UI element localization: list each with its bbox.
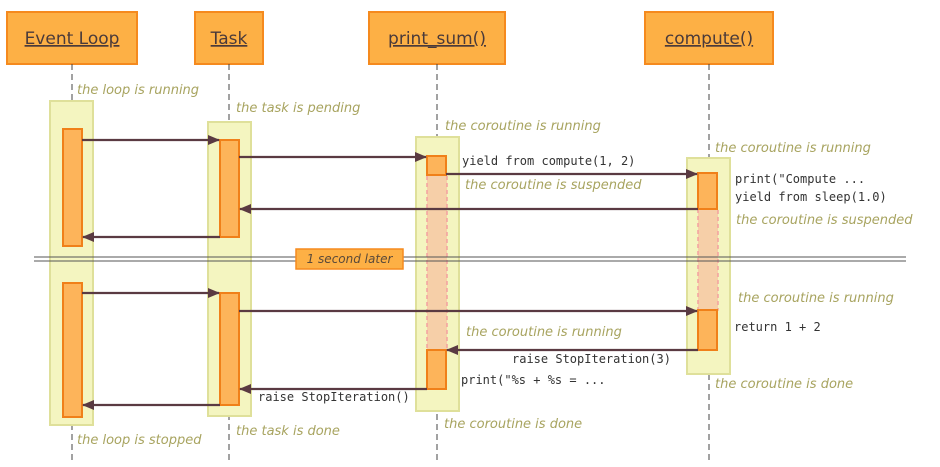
state-task-pending: the task is pending xyxy=(236,101,360,116)
message-print-result: print("%s + %s = ... xyxy=(461,373,606,387)
state-print-sum-suspended: the coroutine is suspended xyxy=(465,178,642,193)
separator-label: 1 second later xyxy=(307,252,394,266)
participant-print-sum: print_sum() xyxy=(368,11,506,65)
state-compute-done: the coroutine is done xyxy=(715,377,853,392)
participant-print-sum-label: print_sum() xyxy=(388,29,486,49)
compute-suspended-region xyxy=(697,208,719,311)
participant-event-loop: Event Loop xyxy=(6,11,138,65)
separator-label-box xyxy=(295,248,404,270)
participant-compute-label: compute() xyxy=(665,29,753,49)
message-raise-stop-iteration-3: raise StopIteration(3) xyxy=(512,352,671,366)
message-yield-from-compute: yield from compute(1, 2) xyxy=(462,154,635,168)
event-loop-activation-2 xyxy=(62,282,83,418)
participant-compute: compute() xyxy=(644,11,774,65)
task-activation-1 xyxy=(219,139,240,238)
state-loop-stopped: the loop is stopped xyxy=(77,433,202,448)
participant-task: Task xyxy=(194,11,264,65)
print-sum-activation-2 xyxy=(426,349,447,390)
task-activation-2 xyxy=(219,292,240,406)
compute-activation-2 xyxy=(697,309,718,351)
state-loop-running: the loop is running xyxy=(77,83,199,98)
state-print-sum-running-again: the coroutine is running xyxy=(466,325,622,340)
event-loop-activation-1 xyxy=(62,128,83,247)
participant-event-loop-label: Event Loop xyxy=(25,29,120,49)
print-sum-activation-1 xyxy=(426,155,447,176)
message-print-compute: print("Compute ... xyxy=(735,172,865,186)
state-print-sum-done: the coroutine is done xyxy=(444,417,582,432)
participant-event-loop-box xyxy=(6,11,138,65)
participant-task-label: Task xyxy=(210,29,248,49)
print-sum-suspended-region xyxy=(426,174,448,351)
state-compute-suspended: the coroutine is suspended xyxy=(736,213,913,228)
message-return-sum: return 1 + 2 xyxy=(734,320,821,334)
state-compute-running-again: the coroutine is running xyxy=(738,291,894,306)
message-yield-from-sleep: yield from sleep(1.0) xyxy=(735,190,887,204)
time-separator: 1 second later xyxy=(34,248,906,270)
message-raise-stop-iteration: raise StopIteration() xyxy=(258,390,410,404)
compute-activation-1 xyxy=(697,172,718,210)
state-print-sum-running: the coroutine is running xyxy=(445,119,601,134)
state-task-done: the task is done xyxy=(236,424,340,439)
participant-compute-box xyxy=(644,11,774,65)
state-compute-running: the coroutine is running xyxy=(715,141,871,156)
